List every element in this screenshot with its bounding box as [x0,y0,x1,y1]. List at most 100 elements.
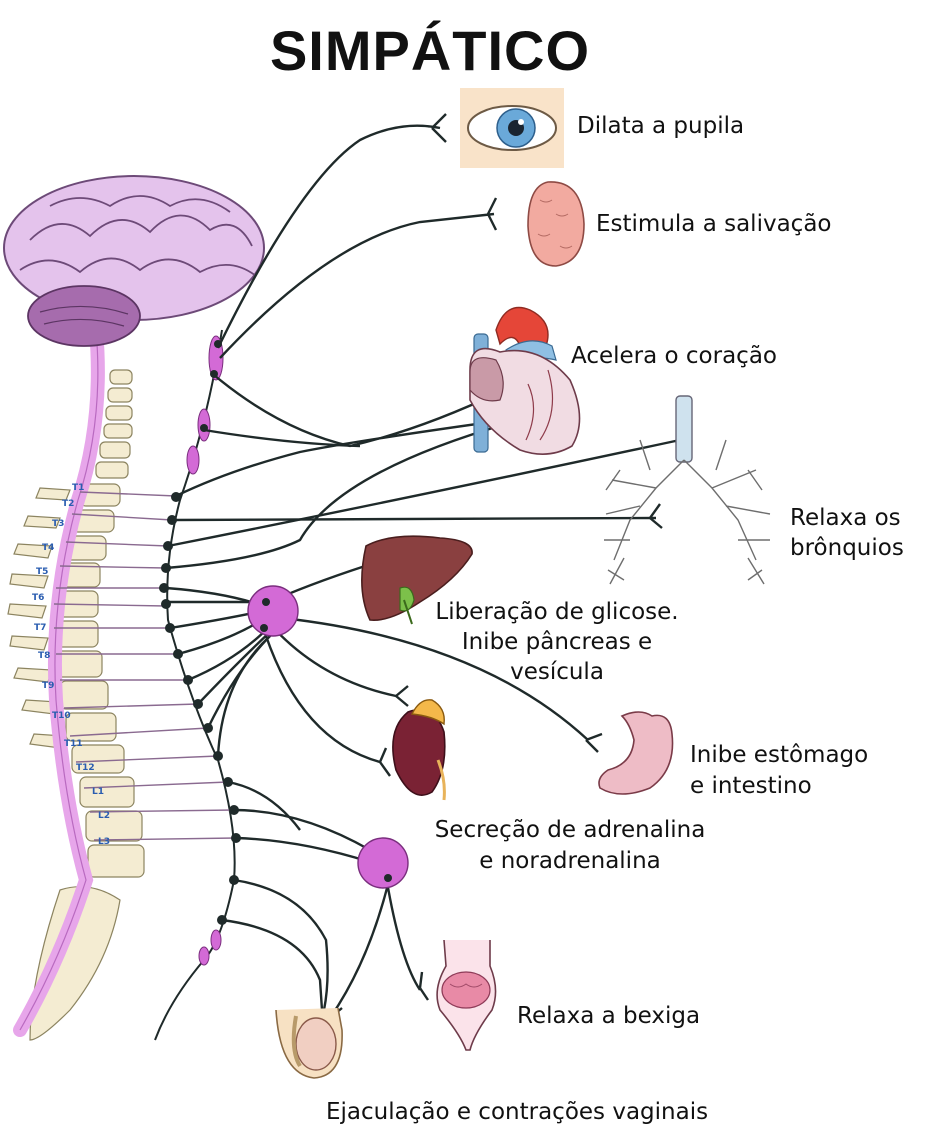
coronary-vessels [525,369,554,441]
fiber-to-genital-1 [233,878,329,1011]
junction-dot [163,541,173,551]
vertebra-label: T2 [62,499,74,509]
fiber-to-salivary [219,212,495,359]
junction-dot [223,777,233,787]
liver [361,535,473,625]
label-liver-line2: Inibe pâncreas e [461,629,653,655]
spinal-nerve [93,837,237,841]
spinal-nerve [65,541,169,547]
bladder-lumen [441,971,491,1009]
synapse-adrenal-2 [378,747,391,777]
stomach-shape [598,711,674,795]
adrenal-kidney [392,699,446,801]
label-pupil: Dilata a pupila [577,113,745,139]
junction-dot [173,649,183,659]
vertebra-label: T8 [38,651,50,661]
fiber-to-adrenal-2 [262,629,381,764]
brain-gyri [19,257,257,277]
label-stomach-line2: e intestino [690,773,812,799]
fiber-heart-lower [175,416,521,498]
celiac-ganglion [247,585,299,637]
spinal-cord-outline [19,329,99,1031]
chain-ganglia-lower [198,929,222,966]
fiber-to-bronchi-upper [167,438,681,548]
synapse-stomach [585,732,603,753]
vertebral-column [7,369,145,1041]
vertebra-label: T7 [34,623,46,633]
vertebra-label: L1 [92,787,104,797]
junction-dot [161,599,171,609]
label-heart: Acelera o coração [571,343,777,369]
spinous-process [13,667,53,683]
spinous-process [23,515,61,529]
junction-dot [229,805,239,815]
synapse-eye [431,113,447,143]
label-liver-line3: vesícula [510,659,604,685]
chain-ganglion [210,929,222,951]
spinal-nerves [53,491,237,841]
junction-dot [213,751,223,761]
vertebra-label: T1 [72,483,84,493]
label-bronchi-line2: brônquios [790,535,904,561]
genital-organ [275,1007,343,1079]
trachea [675,395,693,463]
lungs [604,395,771,585]
synapse-adrenal-1 [395,685,409,707]
spinal-nerve [71,513,173,521]
spinous-process [35,487,71,501]
label-bronchi-line1: Relaxa os [790,505,901,531]
lumbar-vertebra [85,810,143,842]
fiber-lumbar-2 [233,808,371,852]
cervical-vertebra [105,405,133,421]
vertebra-label: L2 [98,811,110,821]
fiber-to-bladder [384,875,421,991]
eye-highlight [518,119,524,125]
spinous-process [9,635,49,651]
ureter [436,759,446,801]
junction-dot [229,875,239,885]
fiber-to-eye [216,124,441,349]
label-stomach-line1: Inibe estômago [690,742,869,768]
inferior-mesenteric-ganglion [357,837,409,889]
fiber-to-genital-3 [329,875,392,1019]
junction-dot [384,874,392,882]
liver-shape [361,535,473,621]
salivary-gland [527,181,585,267]
fiber-to-celiac-8 [216,635,271,757]
spinous-process [7,603,47,619]
synapse-bronchi-2 [649,503,663,529]
spinous-process [13,543,53,559]
right-atrium [469,357,504,402]
bile-duct [403,599,413,625]
bladder-texture [449,983,483,988]
chain-ganglion [186,445,200,475]
cervical-vertebra [95,461,129,479]
vertebra-label: T6 [32,593,44,603]
thoracic-vertebra [55,650,103,678]
junction-dot [217,915,227,925]
sacrum [29,886,121,1041]
bladder [436,939,497,1051]
cervical-vertebra [107,387,133,403]
spinous-process [9,573,49,589]
fiber-to-celiac-5 [187,627,269,682]
bronchioles [605,439,763,581]
spinal-nerve [75,755,219,763]
sympathetic-chain [154,329,236,1041]
synapse-bladder [418,971,429,1001]
left-bronchial-tree [604,459,685,585]
synapse-salivary [486,197,498,231]
fiber-to-adrenal-1 [269,623,397,698]
fiber-heart-3 [165,418,521,570]
testis [295,1017,337,1071]
spinal-nerve [83,781,229,789]
salivary-gland-texture [537,199,573,249]
fiber-lumbar-3 [235,836,371,864]
junction-dot [210,370,218,378]
cervical-vertebra [109,369,133,385]
brain-gyri [29,214,253,247]
thoracic-vertebra [59,680,109,710]
prevertebral-ganglia [247,585,409,889]
